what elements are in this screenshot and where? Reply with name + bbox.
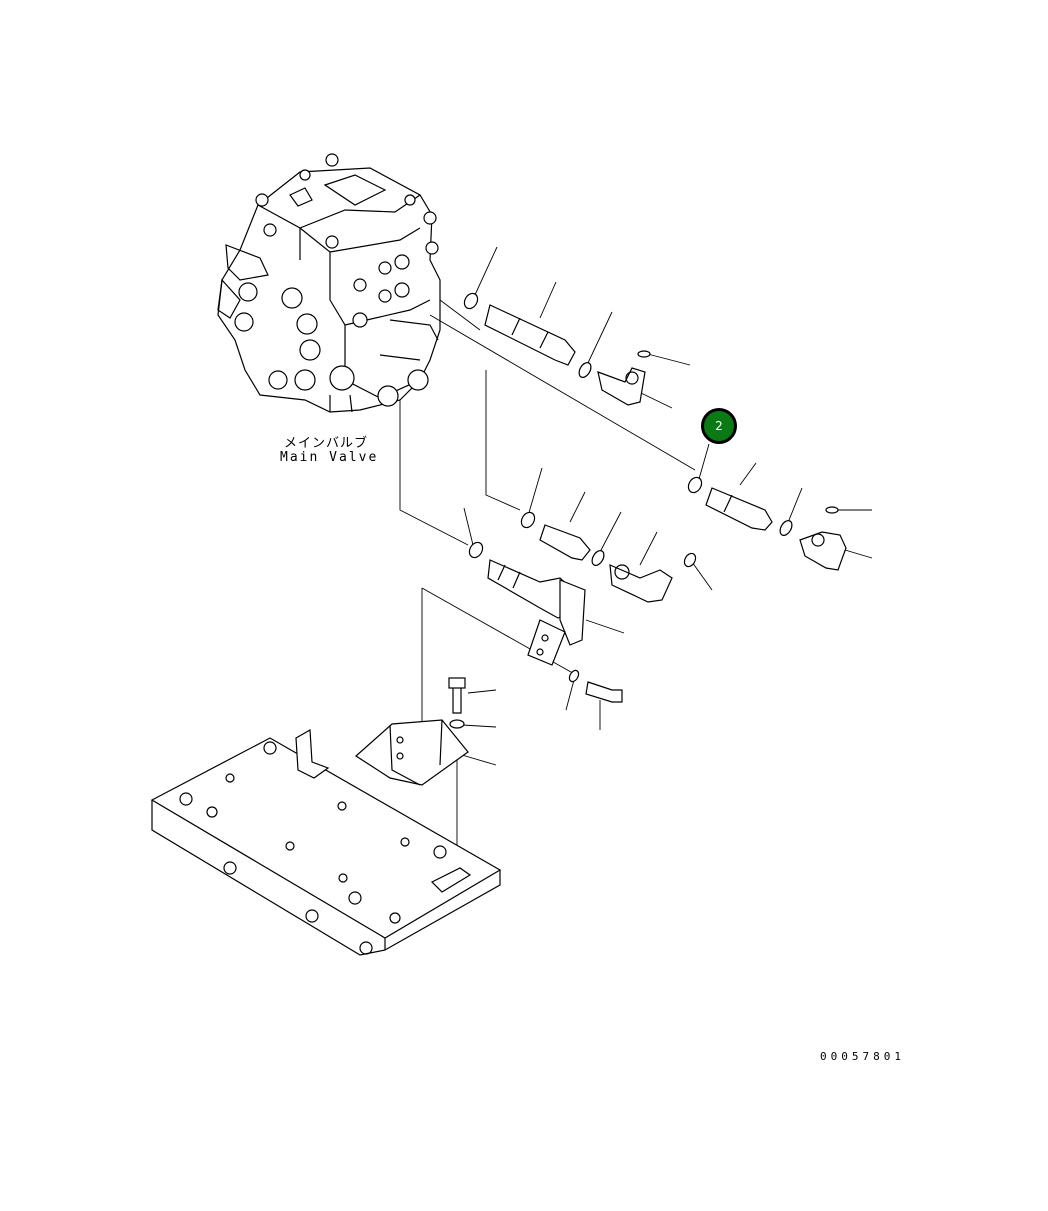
- callout-number: 2: [715, 419, 723, 433]
- main-valve-label-english: Main Valve: [280, 450, 379, 465]
- right-fittings: [687, 476, 847, 571]
- base-plate: [150, 729, 502, 956]
- upper-fittings: [463, 292, 651, 406]
- bracket-fitting: [468, 541, 623, 703]
- main-valve-label-japanese: メインバルブ: [284, 436, 369, 451]
- mount-hardware: [355, 677, 469, 786]
- center-fittings: [520, 511, 697, 603]
- leader-lines: [399, 246, 873, 878]
- document-number: 00057801: [820, 1050, 905, 1063]
- main-valve-assembly: [217, 153, 441, 413]
- part-callout-2[interactable]: 2: [701, 408, 737, 444]
